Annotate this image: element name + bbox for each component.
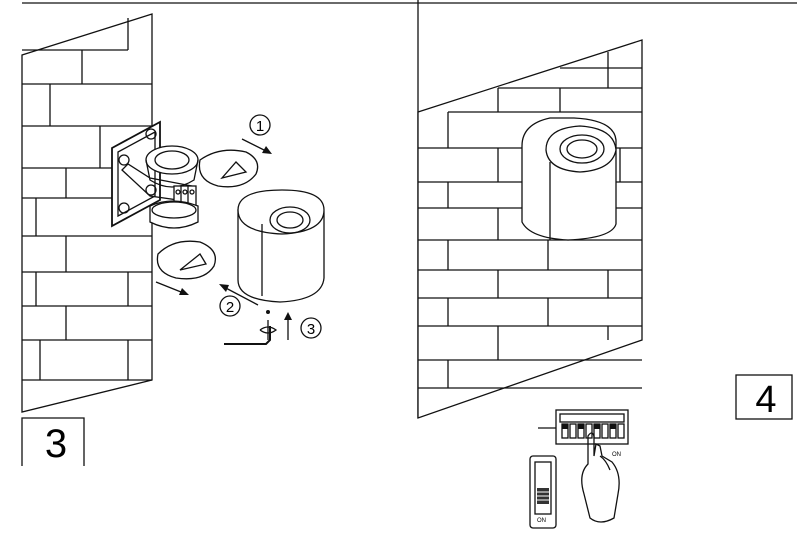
direction-arrows [155,138,292,340]
installed-luminaire [521,117,617,241]
panel-number-4: 4 [735,374,793,421]
upper-lens-cover [198,149,259,188]
lower-lens-cover [156,240,217,280]
svg-text:1: 1 [256,118,264,135]
svg-text:ON: ON [612,452,621,458]
step-label-3: 3 [300,317,322,339]
svg-text:2: 2 [226,299,234,316]
dip-switch-block: ON [538,409,629,458]
slider-switch: ON [529,455,557,529]
svg-text:3: 3 [45,422,67,466]
mounting-bracket [111,120,199,229]
panel-number-3: 3 [21,417,85,466]
svg-text:4: 4 [755,379,776,421]
allen-key [224,310,278,345]
svg-text:ON: ON [537,518,546,524]
left-wall [21,13,153,413]
svg-text:3: 3 [307,321,315,338]
step-label-1: 1 [249,114,271,136]
luminaire-body [237,189,325,303]
hand-pointer [581,432,620,523]
step-label-2: 2 [219,295,241,317]
